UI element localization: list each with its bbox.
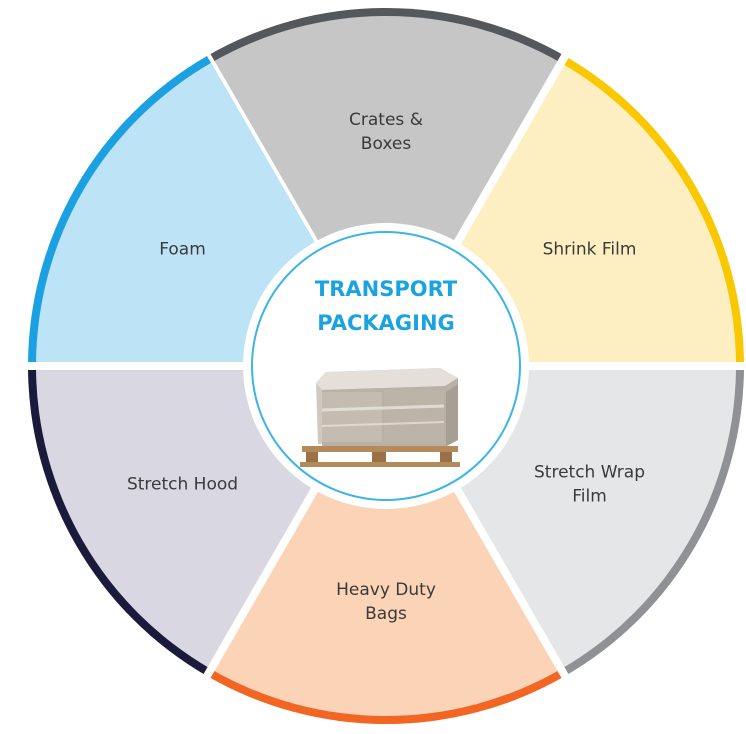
center-title-line-1: TRANSPORT: [315, 277, 458, 301]
segment-fill-crates: [211, 15, 561, 366]
center-title-line-2: PACKAGING: [317, 311, 455, 335]
segment-label-crates-line-1: Crates &: [349, 110, 423, 130]
segment-label-stretch-wrap-line-2: Film: [572, 487, 607, 507]
segment-crates: [207, 7, 565, 366]
segment-label-hood-line-1: Stretch Hood: [127, 475, 238, 495]
center-hub: TRANSPORT PACKAGING: [243, 223, 529, 509]
segment-label-bags-line-2: Bags: [365, 604, 407, 624]
segment-label-shrink-line-1: Shrink Film: [543, 240, 637, 260]
segment-fill-bags: [211, 366, 561, 717]
segment-label-bags-line-1: Heavy Duty: [336, 580, 436, 600]
segment-label-stretch-wrap-line-1: Stretch Wrap: [534, 463, 645, 483]
segment-label-foam-line-1: Foam: [159, 240, 206, 260]
segment-bags: [207, 366, 565, 725]
segment-label-crates-line-2: Boxes: [361, 134, 412, 154]
pallet-with-wrapped-boxes-image: [300, 368, 460, 467]
